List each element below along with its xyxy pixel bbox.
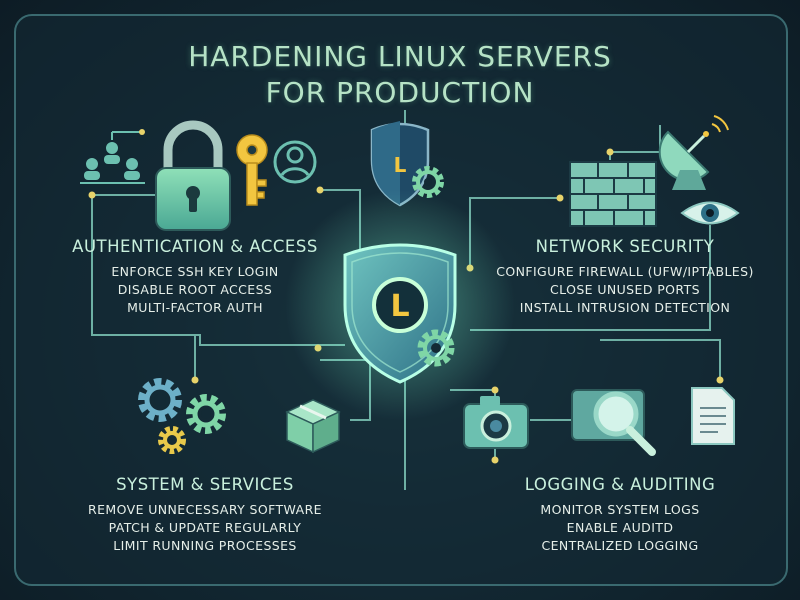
section-title: NETWORK SECURITY bbox=[535, 237, 715, 256]
user-network-icon bbox=[80, 129, 145, 184]
shield-letter: L bbox=[390, 289, 409, 324]
firewall-icon bbox=[569, 161, 657, 227]
section-title: SYSTEM & SERVICES bbox=[116, 475, 294, 494]
title-line-2: FOR PRODUCTION bbox=[265, 76, 535, 109]
gears-icon bbox=[138, 378, 226, 454]
section-item: MULTI-FACTOR AUTH bbox=[127, 300, 263, 315]
section-item: CENTRALIZED LOGGING bbox=[541, 538, 699, 553]
user-icon bbox=[273, 140, 317, 184]
section-item: LIMIT RUNNING PROCESSES bbox=[113, 538, 297, 553]
section-title: LOGGING & AUDITING bbox=[524, 475, 716, 494]
line-auth bbox=[91, 194, 165, 232]
center-gear-icon bbox=[417, 329, 455, 367]
line-log-right bbox=[600, 339, 721, 380]
key-icon bbox=[236, 134, 268, 206]
section-item: ENFORCE SSH KEY LOGIN bbox=[111, 264, 279, 279]
line-auth-center bbox=[91, 232, 345, 346]
badge-letter: L bbox=[394, 153, 407, 177]
line-net bbox=[609, 125, 661, 160]
section-title: AUTHENTICATION & ACCESS bbox=[72, 237, 318, 256]
section-item: MONITOR SYSTEM LOGS bbox=[540, 502, 700, 517]
section-item: PATCH & UPDATE REGULARLY bbox=[108, 520, 302, 535]
magnifier-icon bbox=[571, 389, 656, 456]
section-item: INSTALL INTRUSION DETECTION bbox=[519, 300, 731, 315]
shield-badge-icon bbox=[370, 121, 430, 207]
satellite-dish-icon bbox=[658, 115, 729, 190]
package-box-icon bbox=[285, 399, 341, 454]
eye-icon bbox=[680, 201, 740, 225]
central-shield-icon bbox=[343, 243, 457, 384]
camera-icon bbox=[463, 396, 529, 449]
padlock-icon bbox=[155, 120, 231, 231]
section-item: CONFIGURE FIREWALL (UFW/IPTABLES) bbox=[496, 264, 754, 279]
line-net-down bbox=[470, 225, 711, 331]
section-item: DISABLE ROOT ACCESS bbox=[117, 282, 273, 297]
section-item: CLOSE UNUSED PORTS bbox=[550, 282, 700, 297]
document-icon bbox=[691, 387, 735, 445]
section-item: ENABLE AUDITD bbox=[566, 520, 674, 535]
title-line-1: HARDENING LINUX SERVERS bbox=[188, 40, 612, 73]
section-item: REMOVE UNNECESSARY SOFTWARE bbox=[88, 502, 322, 517]
